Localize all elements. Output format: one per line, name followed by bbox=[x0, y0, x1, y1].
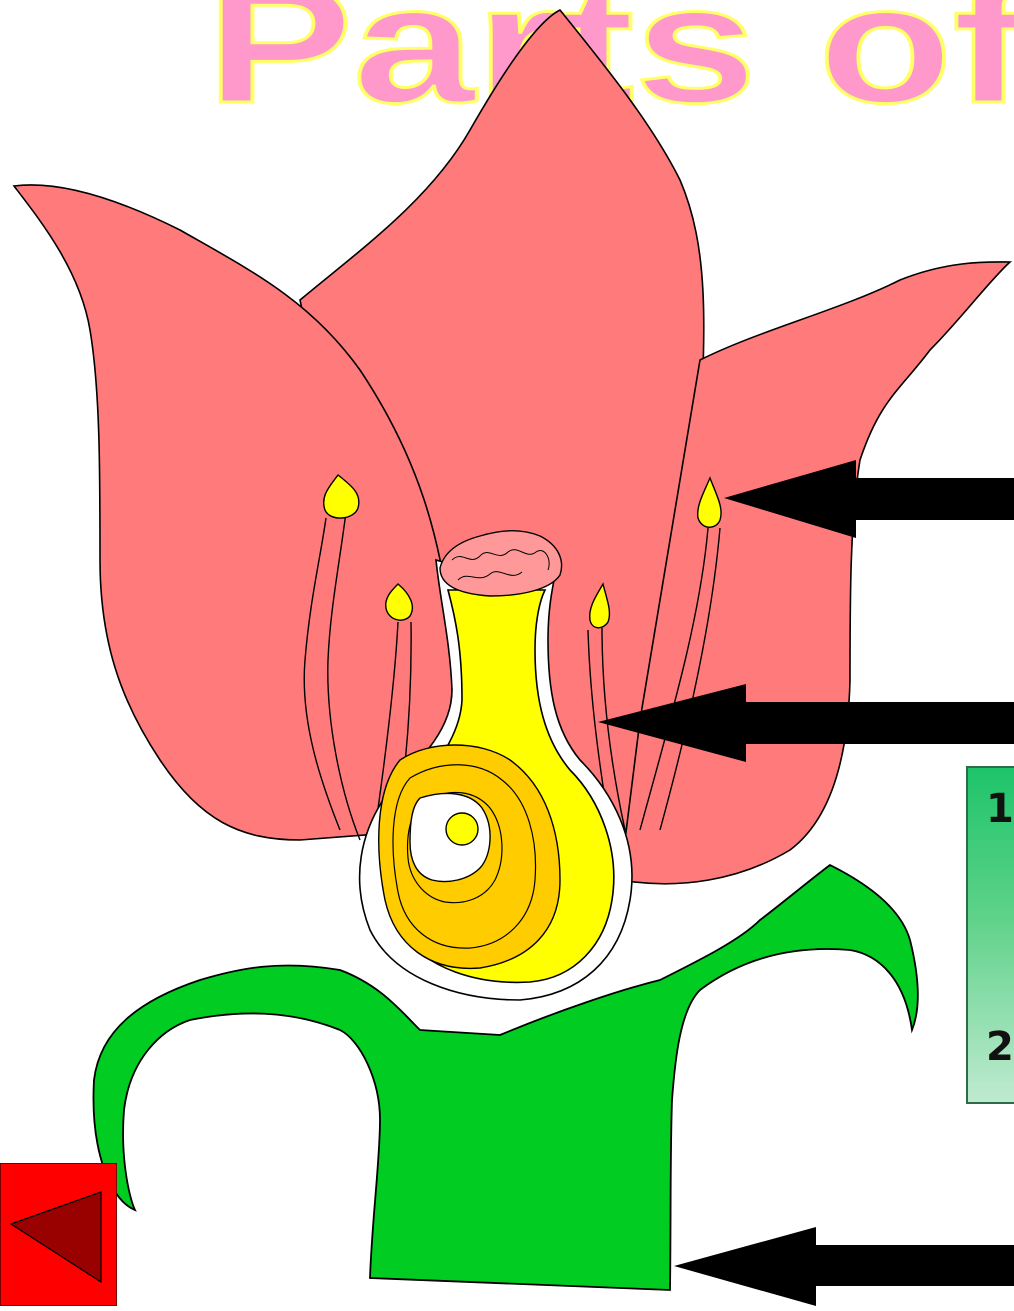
ovule bbox=[446, 813, 478, 845]
back-button[interactable] bbox=[0, 1163, 117, 1306]
info-item-1: 1 bbox=[986, 786, 1014, 832]
info-box: 1 2 bbox=[966, 766, 1014, 1104]
info-item-2: 2 bbox=[986, 1024, 1014, 1070]
arrow-sepal bbox=[674, 1227, 1014, 1306]
triangle-left-icon bbox=[1, 1164, 118, 1307]
